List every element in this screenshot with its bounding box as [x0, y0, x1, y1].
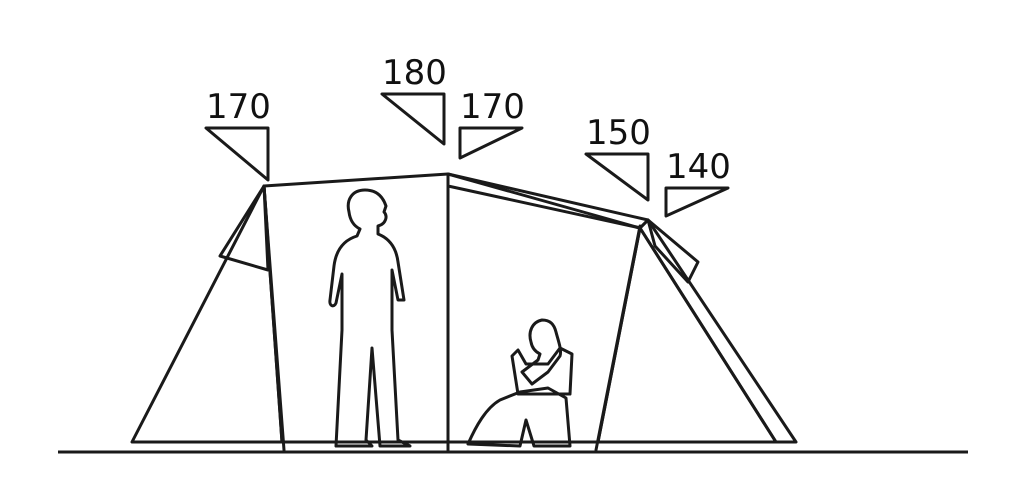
tent-pole-right — [594, 224, 642, 452]
sitting-person-body — [466, 386, 572, 448]
standing-person — [328, 188, 412, 448]
height-marker-porch-right — [664, 186, 730, 218]
inner-room-left — [262, 172, 450, 444]
height-label-peak: 180 — [382, 53, 447, 93]
height-marker-inner-right — [584, 152, 650, 202]
height-marker-inner-left — [204, 126, 270, 182]
height-marker-peak — [380, 92, 446, 146]
porch-area — [596, 226, 778, 444]
right-vestibule-edge — [638, 218, 798, 444]
tent-pole-left — [262, 184, 286, 452]
height-label-inner-right: 150 — [586, 113, 651, 153]
left-vestibule-panel — [130, 184, 284, 444]
height-label-inner-left: 170 — [206, 87, 271, 127]
height-label-porch-right: 140 — [666, 147, 731, 187]
sitting-person — [466, 318, 574, 448]
height-marker-peak-porch — [458, 126, 524, 160]
inner-room-right — [446, 172, 642, 444]
height-label-peak-porch: 170 — [460, 87, 525, 127]
sitting-person-head — [520, 318, 562, 386]
